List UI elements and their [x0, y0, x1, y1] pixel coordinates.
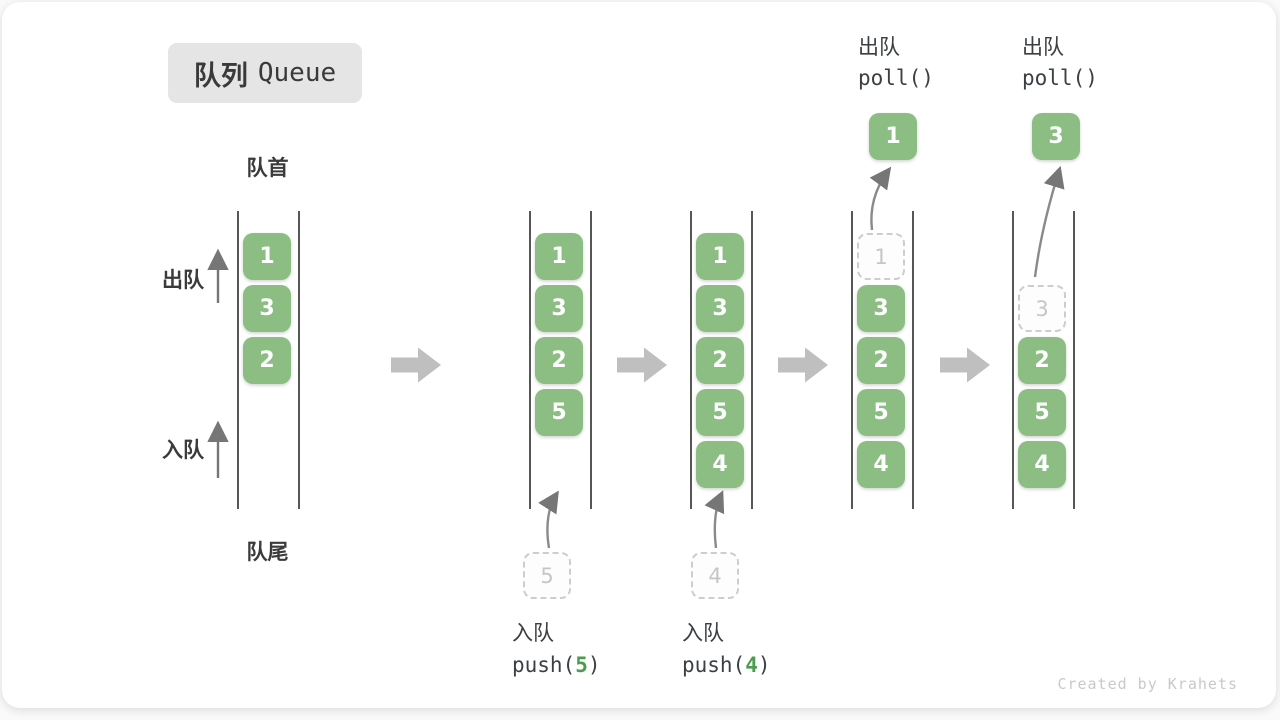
queue-item-box: 2 [696, 337, 744, 384]
title-en: Queue [257, 58, 337, 88]
title-badge: 队列 Queue [168, 43, 362, 103]
queue-wall-line [237, 211, 239, 509]
popped-item-box: 1 [869, 113, 917, 160]
queue-item-box: 5 [535, 389, 583, 436]
title-zh: 队列 [193, 60, 248, 92]
op-push-code: push(5) [512, 653, 601, 677]
queue-wall-line [751, 211, 753, 509]
dequeued-ghost-box: 1 [857, 233, 905, 280]
op-enqueue-label: 入队 [682, 621, 724, 645]
op-dequeue-label: 出队 [1022, 35, 1064, 59]
queue-item-box: 3 [857, 285, 905, 332]
queue-wall-line [1012, 211, 1014, 509]
side-dequeue-label: 出队 [162, 268, 204, 292]
op-poll-code: poll() [1022, 66, 1098, 90]
queue-wall-line [298, 211, 300, 509]
queue-item-box: 3 [535, 285, 583, 332]
queue-item-box: 1 [243, 233, 291, 280]
queue-front-label: 队首 [246, 156, 289, 180]
queue-rear-label: 队尾 [246, 540, 289, 564]
queue-item-box: 2 [535, 337, 583, 384]
queue-wall-line [1073, 211, 1075, 509]
watermark: Created by Krahets [1057, 675, 1238, 693]
queue-wall-line [912, 211, 914, 509]
queue-item-box: 4 [696, 441, 744, 488]
queue-item-box: 4 [1018, 441, 1066, 488]
queue-wall-line [851, 211, 853, 509]
queue-wall-line [590, 211, 592, 509]
queue-item-box: 3 [696, 285, 744, 332]
op-poll-code: poll() [858, 66, 934, 90]
queue-item-box: 4 [857, 441, 905, 488]
dequeued-ghost-box: 3 [1018, 285, 1066, 332]
enqueue-ghost-box: 4 [691, 552, 739, 599]
queue-wall-line [529, 211, 531, 509]
queue-item-box: 5 [857, 389, 905, 436]
op-push-code: push(4) [682, 653, 771, 677]
code-arg: 5 [575, 653, 588, 677]
queue-item-box: 3 [243, 285, 291, 332]
queue-item-box: 1 [535, 233, 583, 280]
queue-item-box: 2 [1018, 337, 1066, 384]
queue-item-box: 5 [1018, 389, 1066, 436]
code-close: ) [757, 653, 771, 677]
queue-item-box: 2 [243, 337, 291, 384]
queue-item-box: 2 [857, 337, 905, 384]
op-dequeue-label: 出队 [858, 35, 900, 59]
code-arg: 4 [745, 653, 758, 677]
code-fn: push( [682, 653, 746, 677]
canvas-card [2, 2, 1276, 708]
code-fn: push( [512, 653, 576, 677]
enqueue-ghost-box: 5 [523, 552, 571, 599]
op-enqueue-label: 入队 [512, 621, 554, 645]
queue-item-box: 1 [696, 233, 744, 280]
popped-item-box: 3 [1032, 113, 1080, 160]
queue-wall-line [690, 211, 692, 509]
side-enqueue-label: 入队 [162, 438, 204, 462]
code-close: ) [587, 653, 601, 677]
queue-item-box: 5 [696, 389, 744, 436]
